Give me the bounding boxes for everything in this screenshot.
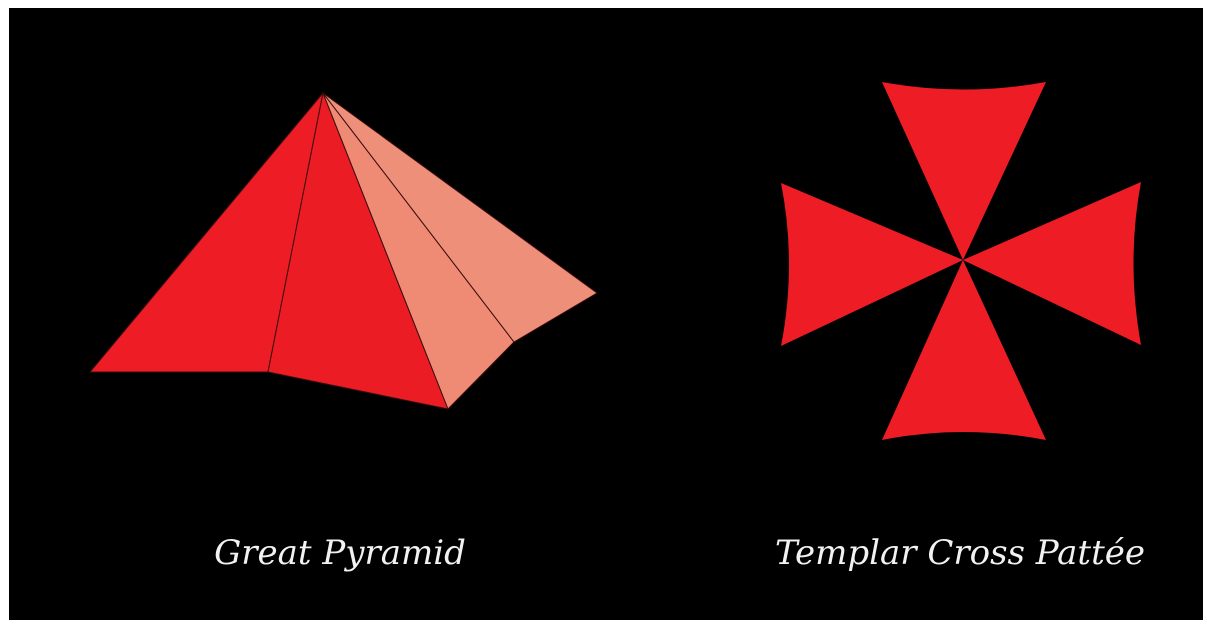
great-pyramid: [90, 93, 597, 409]
great-pyramid-caption: Great Pyramid: [130, 528, 550, 578]
cross-arm-top: [882, 82, 1046, 260]
templar-cross: [781, 82, 1141, 440]
templar-cross-caption: Templar Cross Pattée: [740, 528, 1180, 578]
